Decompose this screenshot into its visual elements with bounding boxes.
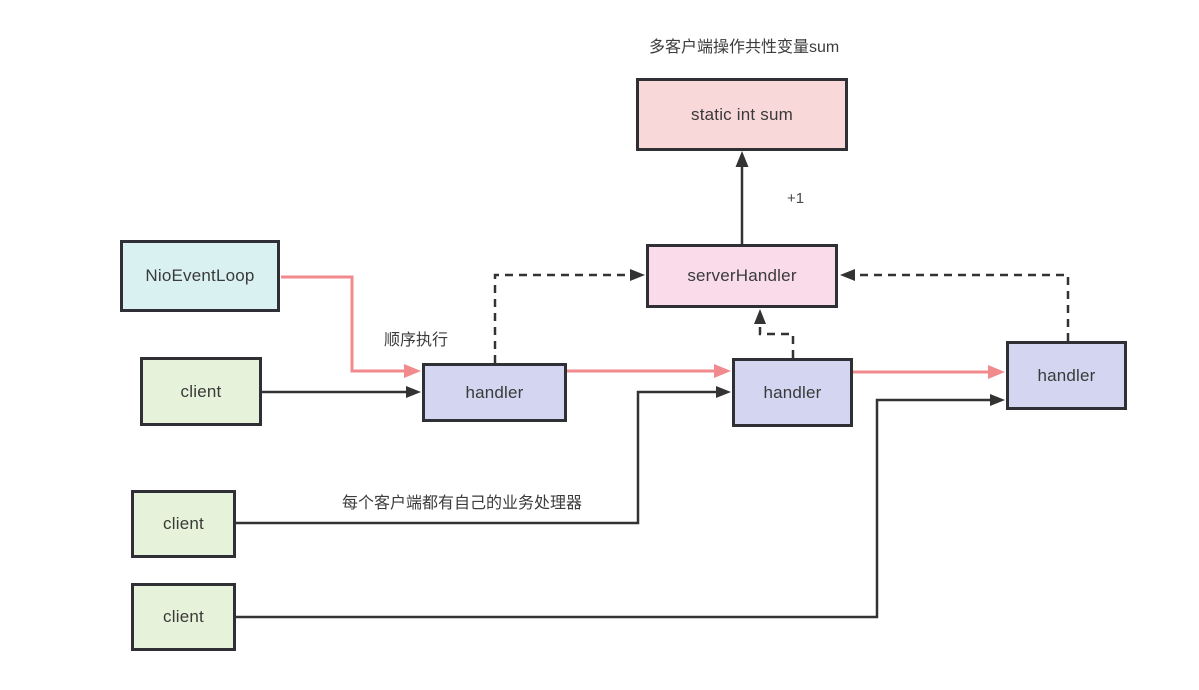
node-handler-2[interactable]: handler bbox=[732, 358, 853, 427]
node-handler-3[interactable]: handler bbox=[1006, 341, 1127, 410]
node-nio-event-loop-label: NioEventLoop bbox=[145, 266, 255, 285]
node-static-int-sum[interactable]: static int sum bbox=[636, 78, 848, 151]
node-client-1[interactable]: client bbox=[140, 357, 262, 426]
node-nio-event-loop[interactable]: NioEventLoop bbox=[120, 240, 280, 312]
node-client-2[interactable]: client bbox=[131, 490, 236, 558]
sequential-execution-label: 顺序执行 bbox=[384, 332, 449, 349]
per-client-handler-label: 每个客户端都有自己的业务处理器 bbox=[342, 495, 583, 512]
node-client-2-label: client bbox=[163, 514, 204, 533]
arrow-handler2-to-handler3 bbox=[853, 365, 1005, 379]
node-handler-1[interactable]: handler bbox=[422, 363, 567, 422]
arrow-client1-to-handler1 bbox=[262, 386, 421, 398]
arrow-handler3-to-serverhandler bbox=[840, 269, 1070, 341]
node-handler-2-label: handler bbox=[763, 382, 822, 402]
node-static-int-sum-label: static int sum bbox=[691, 104, 793, 124]
arrow-handler2-to-serverhandler bbox=[754, 309, 795, 358]
arrow-handler1-to-serverhandler bbox=[493, 269, 645, 363]
node-server-handler-label: serverHandler bbox=[687, 266, 797, 285]
arrow-serverhandler-to-sum bbox=[735, 151, 749, 244]
node-client-1-label: client bbox=[180, 381, 222, 401]
node-client-3-label: client bbox=[163, 607, 204, 626]
node-server-handler[interactable]: serverHandler bbox=[646, 244, 838, 308]
arrow-handler1-to-handler2 bbox=[567, 364, 731, 378]
diagram-title: 多客户端操作共性变量sum bbox=[649, 39, 840, 56]
node-client-3[interactable]: client bbox=[131, 583, 236, 651]
plus-one-label: +1 bbox=[787, 190, 805, 207]
node-handler-3-label: handler bbox=[1037, 365, 1096, 385]
node-handler-1-label: handler bbox=[465, 382, 524, 402]
